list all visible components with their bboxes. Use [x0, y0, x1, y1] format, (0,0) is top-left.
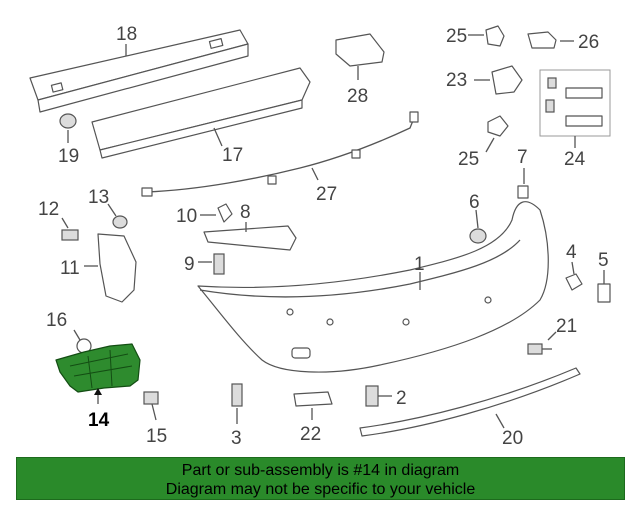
callout-10: 10 [176, 206, 197, 227]
callout-14: 14 [88, 410, 110, 431]
part-26-bracket [527, 31, 574, 49]
notice-banner: Part or sub-assembly is #14 in diagram D… [16, 457, 625, 500]
callout-26: 26 [578, 32, 599, 53]
callout-7: 7 [517, 147, 528, 168]
part-18-reinforcement [29, 29, 249, 113]
callout-25b: 25 [458, 149, 479, 170]
part-13-nut [107, 203, 128, 229]
parts-diagram: 18 17 19 28 27 25 26 [29, 24, 611, 449]
callout-6: 6 [469, 192, 480, 213]
callout-24: 24 [564, 149, 586, 170]
part-23-sensor [474, 65, 523, 95]
banner-line-1: Part or sub-assembly is #14 in diagram [181, 462, 460, 479]
part-17-absorber [91, 67, 311, 159]
callout-4: 4 [566, 242, 577, 263]
callout-11: 11 [60, 258, 80, 279]
part-9-bolt [198, 253, 225, 275]
callout-21: 21 [556, 316, 577, 337]
part-25-clip [485, 115, 509, 153]
callout-22: 22 [300, 424, 321, 445]
part-6-fastener [469, 209, 487, 244]
part-24-clip-kit [539, 69, 611, 148]
part-2-screw [365, 385, 392, 407]
part-16-nut [73, 329, 92, 354]
part-8-bracket [203, 222, 297, 251]
part-25-cap [468, 25, 505, 47]
callout-25a: 25 [446, 26, 467, 47]
part-11-side-bracket [84, 233, 137, 303]
part-21-bolt [527, 331, 557, 355]
part-5-reflector [597, 270, 611, 303]
callout-28: 28 [347, 86, 368, 107]
callout-12: 12 [38, 199, 59, 220]
callout-19: 19 [58, 146, 79, 167]
part-28-module [335, 33, 385, 80]
callout-1: 1 [414, 254, 425, 275]
part-15-bolt [143, 391, 159, 421]
callout-2: 2 [396, 388, 407, 409]
callout-20: 20 [502, 428, 523, 449]
part-1-bumper-cover [197, 201, 549, 373]
part-22-pad [293, 391, 333, 420]
part-19-clip [59, 113, 77, 143]
callout-17: 17 [222, 145, 243, 166]
part-7-clip [517, 168, 529, 199]
arrow-14 [94, 388, 102, 395]
part-4-clip [565, 261, 583, 291]
callout-23: 23 [446, 70, 467, 91]
callout-16: 16 [46, 310, 67, 331]
part-20-molding [359, 367, 581, 437]
callout-8: 8 [240, 202, 251, 223]
callout-5: 5 [598, 250, 609, 271]
part-10-clip [200, 203, 233, 223]
callout-15: 15 [146, 426, 167, 447]
part-12-bolt [61, 217, 79, 241]
callout-27: 27 [316, 184, 337, 205]
callout-9: 9 [184, 254, 195, 275]
callout-13: 13 [88, 187, 109, 208]
part-27-harness [141, 111, 419, 197]
callout-18: 18 [116, 24, 137, 45]
callout-3: 3 [231, 428, 242, 449]
part-3-bolt [231, 383, 243, 424]
part-14-highlighted-bracket[interactable] [55, 343, 141, 393]
banner-line-2: Diagram may not be specific to your vehi… [165, 481, 476, 498]
